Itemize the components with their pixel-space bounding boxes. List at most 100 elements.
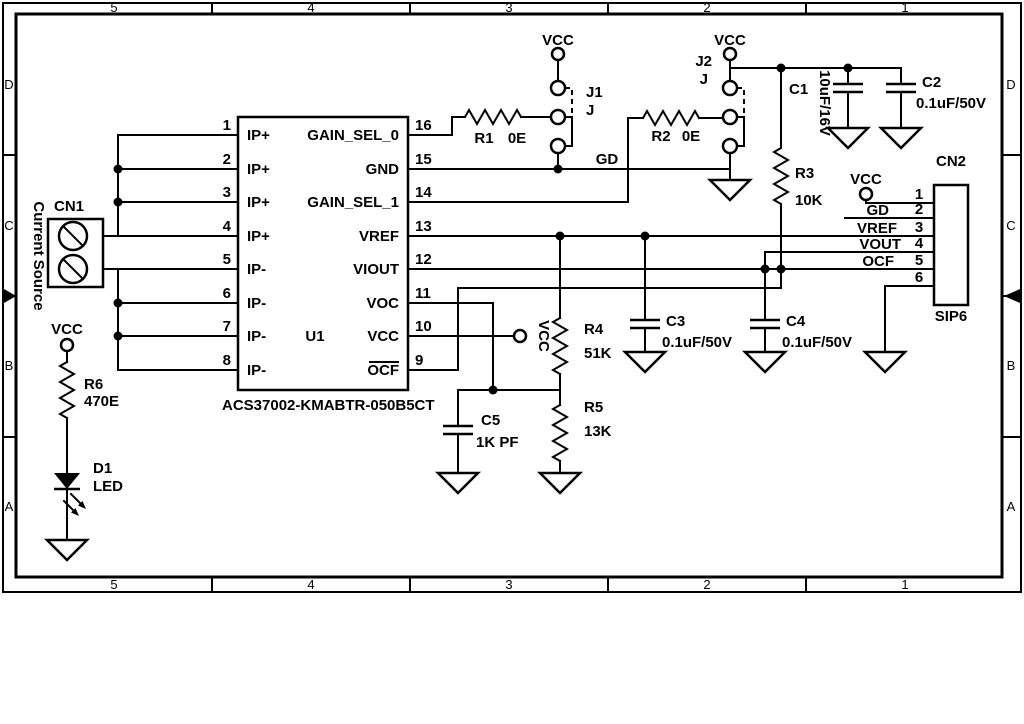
- capacitor-plates-icon: [833, 82, 863, 94]
- c2-capacitor: C2 0.1uF/50V: [886, 74, 986, 112]
- u1-pin-num: 16: [415, 117, 432, 134]
- r6-ref: R6: [84, 376, 103, 393]
- junction-dot: [113, 164, 123, 174]
- junction-dot: [113, 197, 123, 207]
- u1-pin-name: VCC: [367, 328, 399, 345]
- inner-frame: [14, 12, 1004, 579]
- u1-body: [236, 115, 410, 392]
- zone-col-label: 4: [307, 0, 314, 15]
- vcc-terminal-icon: [59, 337, 75, 353]
- ground-icon: [877, 126, 925, 150]
- vcc-terminal-icon: [858, 186, 874, 202]
- resistor-zigzag-icon: [550, 316, 570, 376]
- led-light-arrowhead-icon: [78, 501, 86, 509]
- u1-pin-name: IP-: [247, 362, 266, 379]
- jumper-dashed-link: [737, 87, 745, 117]
- r5-ref: R5: [584, 399, 603, 416]
- u1-pin-num: 3: [223, 184, 231, 201]
- zone-col-label: 2: [703, 577, 710, 592]
- ground-symbols: [43, 126, 925, 562]
- cn2-ref: CN2: [936, 153, 966, 170]
- cn2-pin-num: 6: [915, 269, 923, 286]
- resistor-zigzag-icon: [463, 107, 523, 127]
- u1-pin-name: GND: [366, 161, 400, 178]
- junction-dot: [555, 231, 565, 241]
- u1-ic: U1 ACS37002-KMABTR-050B5CT 1 2 3 4 5 6 7…: [222, 115, 435, 414]
- u1-pin-num: 4: [223, 218, 232, 235]
- capacitor-plates-icon: [750, 318, 780, 330]
- top-zone-ticks: [211, 2, 807, 15]
- jumper-pin-icon: [549, 137, 567, 155]
- u1-pin-name: IP-: [247, 328, 266, 345]
- d1-ref: D1: [93, 460, 112, 477]
- d1-value: LED: [93, 478, 123, 495]
- u1-pin-name: IP+: [247, 194, 270, 211]
- jumper-bracket: [736, 116, 745, 147]
- cn1-body: [46, 217, 105, 289]
- zone-row-label: D: [1006, 77, 1015, 92]
- u1-pin-name: IP-: [247, 295, 266, 312]
- u1-pin-num: 8: [223, 352, 231, 369]
- u1-pin-num: 1: [223, 117, 231, 134]
- wire-ip-plus-bus: [102, 134, 239, 237]
- capacitor-plates-icon: [630, 318, 660, 330]
- led-branch: VCC R6 470E D1 LED: [51, 321, 123, 516]
- capacitor-plates-icon: [886, 82, 916, 94]
- zone-row-label: B: [5, 358, 14, 373]
- r4-value: 51K: [584, 345, 612, 362]
- wires: [66, 59, 935, 541]
- cn2-pin-num: 5: [915, 252, 923, 269]
- ground-icon: [43, 538, 91, 562]
- ground-icon: [536, 471, 584, 495]
- junction-dot: [488, 385, 498, 395]
- cn1-ref: CN1: [54, 198, 84, 215]
- u1-pin-num: 13: [415, 218, 432, 235]
- left-center-arrow-icon: [4, 289, 16, 303]
- r1-resistor: R1 0E: [463, 107, 526, 147]
- junction-dot: [776, 63, 786, 73]
- cn2-package: SIP6: [935, 308, 968, 325]
- vcc-terminal-icon: [512, 328, 528, 344]
- c2-value: 0.1uF/50V: [916, 95, 986, 112]
- zone-col-label: 1: [901, 577, 908, 592]
- cn2-net-label: VREF: [857, 220, 897, 237]
- u1-pin-name: IP+: [247, 127, 270, 144]
- cn2-pin-num: 3: [915, 219, 923, 236]
- j2-ref: J2: [695, 53, 712, 70]
- wire-vcc-rail: [557, 59, 902, 82]
- junction-dot: [553, 164, 563, 174]
- zone-row-label: C: [4, 218, 13, 233]
- u1-pin-name: VREF: [359, 228, 399, 245]
- u1-pin-num: 9: [415, 352, 423, 369]
- c4-ref: C4: [786, 313, 806, 330]
- c4-capacitor: C4 0.1uF/50V: [750, 313, 852, 351]
- junction-dot: [776, 264, 786, 274]
- r2-ref: R2: [651, 128, 670, 145]
- cn2-net-label: VOUT: [859, 236, 901, 253]
- c3-capacitor: C3 0.1uF/50V: [630, 313, 732, 351]
- u1-pin-name: GAIN_SEL_1: [307, 194, 399, 211]
- r5-value: 13K: [584, 423, 612, 440]
- led-light-arrow-icon: [62, 499, 76, 513]
- cn2-net-label: OCF: [862, 253, 894, 270]
- wire-voc: [407, 302, 494, 391]
- r1-value: 0E: [508, 130, 526, 147]
- r4-ref: R4: [584, 321, 604, 338]
- vcc-label: VCC: [535, 320, 552, 352]
- resistor-zigzag-icon: [771, 146, 791, 206]
- junction-dot: [113, 331, 123, 341]
- u1-pin-name: IP+: [247, 161, 270, 178]
- jumper-dashed-link: [565, 87, 573, 117]
- u1-pin-name: VIOUT: [353, 261, 399, 278]
- u1-pin-name: IP+: [247, 228, 270, 245]
- u1-part-number: ACS37002-KMABTR-050B5CT: [222, 397, 435, 414]
- r6-value: 470E: [84, 393, 119, 410]
- vcc-terminal-icon: [550, 46, 566, 62]
- gd-net-label: GD: [596, 151, 619, 168]
- ground-icon: [741, 350, 789, 374]
- u1-pin-name: IP-: [247, 261, 266, 278]
- vcc-label: VCC: [51, 321, 83, 338]
- sheet-border: 5 4 3 2 1 5 4 3 2 1 D C B A D C B A: [2, 0, 1022, 593]
- u1-pin-num: 11: [415, 285, 431, 302]
- screw-slash-icon: [61, 257, 85, 281]
